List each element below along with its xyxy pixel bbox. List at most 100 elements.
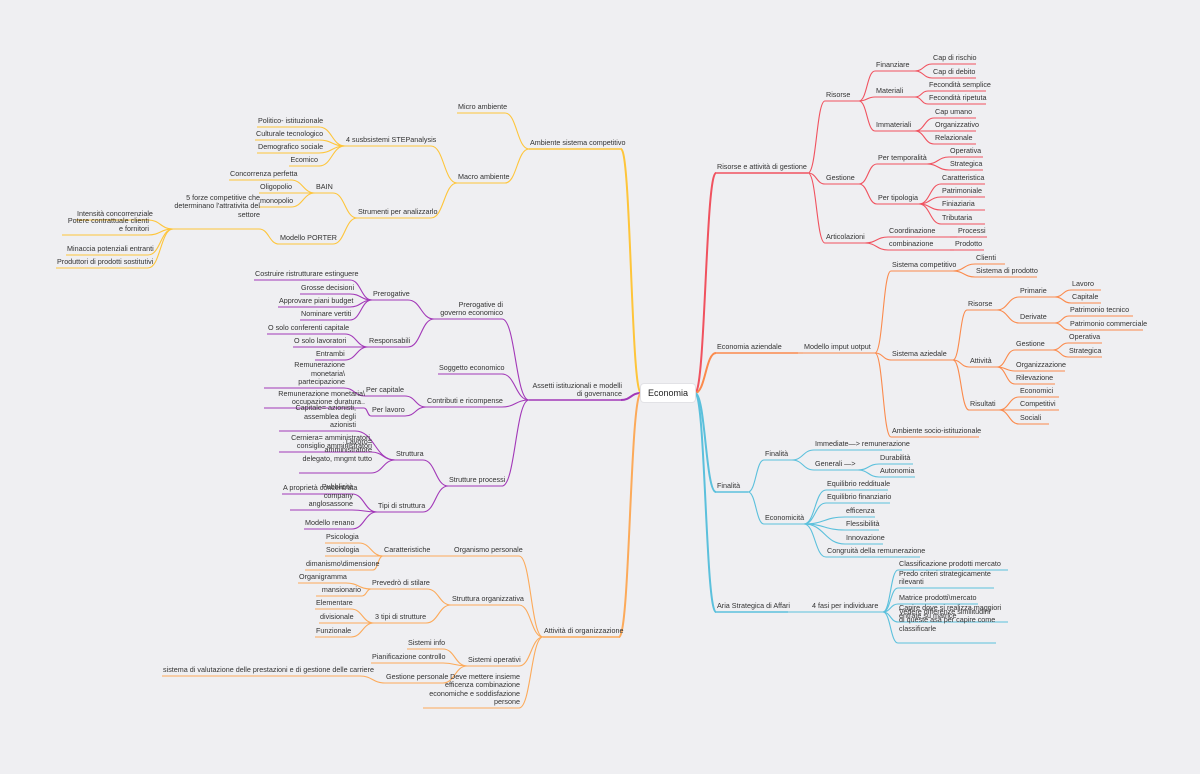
node-r-cap-debito[interactable]: Cap di debito [933, 67, 976, 77]
node-y-intensita[interactable]: Intensità concorrenziale [77, 209, 153, 219]
node-o-risultati[interactable]: Risultati [970, 399, 996, 409]
node-t-flessibilita[interactable]: Flessibilità [846, 519, 880, 529]
node-p-prerogative-gov[interactable]: Prerogative di governo economico [440, 299, 503, 318]
node-t-efficenza[interactable]: efficenza [846, 506, 875, 516]
node-r-patrimoniale[interactable]: Patrimoniale [942, 186, 982, 196]
node-q-prevedro[interactable]: Prevedrò di stilare [372, 578, 430, 588]
node-q-sistema-val[interactable]: sistema di valutazione delle prestazioni… [163, 665, 374, 675]
node-t-economicita[interactable]: Economicità [765, 513, 805, 523]
node-y-politico[interactable]: Politico- istituzionale [258, 116, 324, 126]
node-y-bain[interactable]: BAIN [316, 182, 333, 192]
node-o-attivita[interactable]: Attività [970, 356, 992, 366]
node-r-cap-umano[interactable]: Cap umano [935, 107, 973, 117]
node-p-rem-occupazione[interactable]: Remunerazione monetaria\ occupazione dur… [278, 388, 365, 407]
node-p-rem-partecipazione[interactable]: Remunerazione monetaria\ partecipazione [294, 360, 345, 387]
node-q-3tipi[interactable]: 3 tipi di strutture [375, 612, 427, 622]
node-o-operativa[interactable]: Operativa [1069, 332, 1101, 342]
node-a-prevedo[interactable]: Predo criteri strategicamente rilevanti [899, 568, 991, 587]
node-q-pianificazione[interactable]: Pianificazione controllo [372, 652, 446, 662]
node-q-sistemi-op[interactable]: Sistemi operativi [468, 655, 521, 665]
node-o-sist-competitivo[interactable]: Sistema competitivo [892, 260, 957, 270]
node-r-operativa[interactable]: Operativa [950, 146, 982, 156]
node-o-lavoro[interactable]: Lavoro [1072, 279, 1094, 289]
node-p-per-lavoro[interactable]: Per lavoro [372, 405, 405, 415]
node-t-autonomia[interactable]: Autonomia [880, 466, 915, 476]
node-q-sociologia[interactable]: Sociologia [326, 545, 360, 555]
node-q-struttura-org[interactable]: Struttura organizzativa [452, 594, 524, 604]
node-q-sistemi-info[interactable]: Sistemi info [408, 638, 446, 648]
node-o-sist-aziedale[interactable]: Sistema aziedale [892, 349, 947, 359]
node-q-mansionario[interactable]: mansionario [321, 585, 361, 595]
root-node[interactable]: Economia [641, 384, 695, 402]
node-q-gestione-pers[interactable]: Gestione personale [386, 672, 449, 682]
node-o-gestione[interactable]: Gestione [1016, 339, 1045, 349]
node-p-capitale-az[interactable]: Capitale= azionisti, assemblea degli azi… [295, 403, 356, 430]
node-r-gestione[interactable]: Gestione [826, 173, 855, 183]
node-assetti[interactable]: Assetti istituzionali e modelli di gover… [532, 380, 622, 399]
node-p-responsabili[interactable]: Responsabili [369, 336, 411, 346]
node-q-deve[interactable]: Deve mettere insieme efficenza combinazi… [429, 671, 520, 707]
node-a-classificazione[interactable]: Classificazione prodotti mercato [899, 559, 1001, 569]
node-r-caratteristica[interactable]: Caratteristica [942, 173, 985, 183]
node-y-oligopolio[interactable]: Oligopolio [260, 182, 292, 192]
node-ambiente-competitivo[interactable]: Ambiente sistema competitivo [530, 138, 626, 148]
node-p-proprieta[interactable]: A proprietà concentrata [283, 483, 358, 493]
node-y-culturale[interactable]: Culturale tecnologico [256, 129, 324, 139]
node-r-tributaria[interactable]: Tributaria [942, 213, 973, 223]
node-y-demografico[interactable]: Demografico sociale [258, 142, 324, 152]
node-t-durabilita[interactable]: Durabilità [880, 453, 911, 463]
node-p-contributi[interactable]: Contributi e ricompense [427, 396, 503, 406]
node-r-coordinazione[interactable]: Coordinazione [889, 226, 936, 236]
node-p-cerniera[interactable]: Cerniera= amministratori, consiglio ammi… [291, 432, 372, 451]
node-y-macro[interactable]: Macro ambiente [458, 172, 510, 182]
node-y-step[interactable]: 4 susbsistemi STEPanalysis [346, 135, 437, 145]
node-r-per-tipologia[interactable]: Per tipologia [878, 193, 918, 203]
node-o-patr-commerciale[interactable]: Patrimonio commerciale [1070, 319, 1148, 329]
node-q-elementare[interactable]: Elementare [316, 598, 353, 608]
node-y-monopolio[interactable]: monopolio [260, 196, 294, 206]
node-o-risorse[interactable]: Risorse [968, 299, 993, 309]
node-q-psicologia[interactable]: Psicologia [326, 532, 359, 542]
node-o-clienti[interactable]: Clienti [976, 253, 996, 263]
node-t-eq-reddituale[interactable]: Equilibrio reddituale [827, 479, 891, 489]
node-q-funzionale[interactable]: Funzionale [316, 626, 352, 636]
node-a-capire[interactable]: Capire dove si realizza maggiori entrate… [899, 602, 1002, 621]
node-o-modello[interactable]: Modello imput uotput [804, 342, 871, 352]
node-p-solo-lav[interactable]: O solo lavoratori [294, 336, 347, 346]
node-risorse-attivita[interactable]: Risorse e attività di gestione [717, 162, 807, 172]
node-r-finiaziaria[interactable]: Finiaziaria [942, 199, 975, 209]
node-t-eq-finanziario[interactable]: Equilibrio finanziario [827, 492, 892, 502]
node-t-innovazione[interactable]: Innovazione [846, 533, 885, 543]
node-p-per-capitale[interactable]: Per capitale [366, 385, 404, 395]
node-y-ecomico[interactable]: Ecomico [290, 155, 318, 165]
node-y-concorrenza[interactable]: Concorrenza perfetta [230, 169, 298, 179]
node-p-lavoro-amm[interactable]: Lavoro= amministratore delegato, mngmt t… [302, 436, 372, 463]
node-o-derivate[interactable]: Derivate [1020, 312, 1047, 322]
node-t-immediate[interactable]: Immediate—> remunerazione [815, 439, 910, 449]
node-q-divisionale[interactable]: divisionale [320, 612, 354, 622]
node-p-costruire[interactable]: Costruire ristrutturare estinguere [255, 269, 359, 279]
node-o-patr-tecnico[interactable]: Patrimonio tecnico [1070, 305, 1130, 315]
node-o-competitivi[interactable]: Competitivi [1020, 399, 1056, 409]
node-r-per-temporalita[interactable]: Per temporalità [878, 153, 927, 163]
node-t-generali[interactable]: Generali —> [815, 459, 856, 469]
node-o-ambiente[interactable]: Ambiente socio-istituzionale [892, 426, 982, 436]
node-y-minaccia[interactable]: Minaccia potenziali entranti [67, 244, 154, 254]
node-p-solo-conf[interactable]: O solo conferenti capitale [268, 323, 350, 333]
node-r-combinazione[interactable]: combinazione [889, 239, 934, 249]
node-o-strategica[interactable]: Strategica [1069, 346, 1102, 356]
node-p-pubblicita[interactable]: Pubblicità company anglosassone [308, 482, 353, 509]
node-r-fec-semplice[interactable]: Fecondità semplice [929, 80, 991, 90]
node-economia-aziendale[interactable]: Economia aziendale [717, 342, 782, 352]
node-o-capitale[interactable]: Capitale [1072, 292, 1099, 302]
node-q-organismo[interactable]: Organismo personale [454, 545, 523, 555]
node-r-immateriali[interactable]: Immateriali [876, 120, 912, 130]
node-r-materiali[interactable]: Materiali [876, 86, 904, 96]
node-p-soggetto[interactable]: Soggetto economico [439, 363, 505, 373]
node-y-produttori[interactable]: Produttori di prodotti sostitutivi [57, 257, 154, 267]
node-o-sociali[interactable]: Sociali [1020, 413, 1042, 423]
node-p-entrambi[interactable]: Entrambi [316, 349, 345, 359]
node-finalita[interactable]: Finalità [717, 481, 741, 491]
node-o-economici[interactable]: Economici [1020, 386, 1054, 396]
node-r-finanziare[interactable]: Finanziare [876, 60, 910, 70]
